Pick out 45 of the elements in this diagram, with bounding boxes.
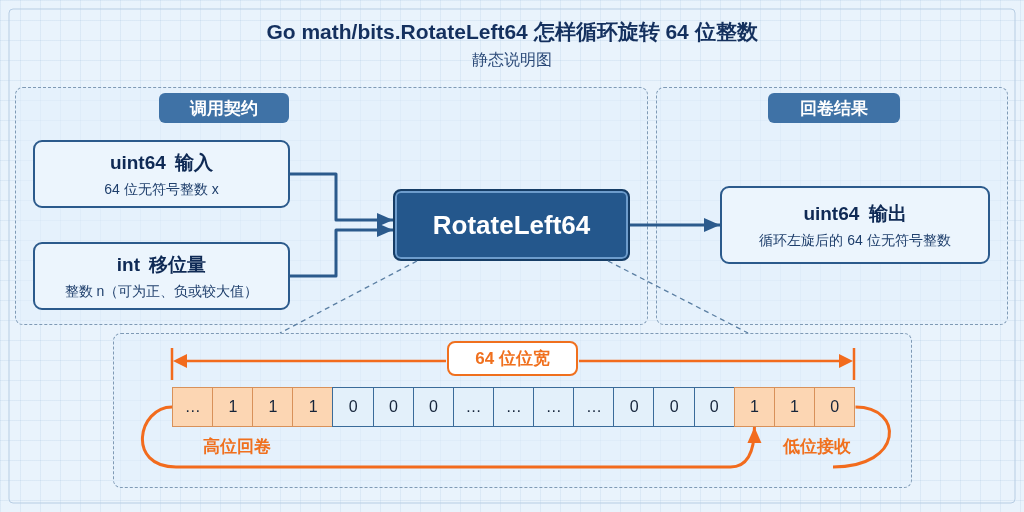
arrow bbox=[630, 218, 720, 232]
bit-cell: … bbox=[172, 387, 214, 427]
box-title: uint64 输入 bbox=[109, 150, 214, 175]
box-title: int 移位量 bbox=[116, 252, 207, 277]
bit-cell: 1 bbox=[252, 387, 294, 427]
arrow bbox=[290, 223, 393, 278]
dashed-panel bbox=[113, 333, 912, 488]
bit-cell: 0 bbox=[613, 387, 655, 427]
bit-cell: 1 bbox=[212, 387, 254, 427]
box-title: uint64 输出 bbox=[803, 201, 907, 226]
bit-cell: 0 bbox=[372, 387, 415, 427]
bit-cell: 1 bbox=[292, 387, 334, 427]
box-description: 整数 n（可为正、负或较大值） bbox=[64, 282, 259, 301]
input-box bbox=[33, 140, 290, 208]
bit-width-label: 64 位位宽 bbox=[447, 341, 578, 376]
connector-line bbox=[832, 405, 891, 469]
bit-cell: 0 bbox=[412, 387, 455, 427]
bit-cell: 0 bbox=[693, 387, 736, 427]
bit-cell: … bbox=[492, 387, 535, 427]
annotation-text: 低位接收 bbox=[783, 436, 851, 458]
box-description: 64 位无符号整数 x bbox=[104, 180, 219, 199]
output-box bbox=[720, 186, 990, 264]
arrow bbox=[290, 172, 393, 227]
arrow bbox=[141, 405, 762, 469]
diagram-title: Go math/bits.RotateLeft64 怎样循环旋转 64 位整数 bbox=[266, 19, 758, 45]
bit-cell: 1 bbox=[773, 387, 816, 427]
bit-cell: 0 bbox=[813, 387, 856, 427]
subtitle: 静态说明图 bbox=[472, 50, 552, 70]
dashed-line bbox=[607, 260, 749, 334]
section-heading: 回卷结果 bbox=[768, 93, 900, 123]
function-name: RotateLeft64 bbox=[432, 209, 591, 241]
dashed-line bbox=[279, 260, 418, 334]
function-box bbox=[393, 189, 630, 261]
bit-cell: 0 bbox=[332, 387, 375, 427]
bit-cell: … bbox=[452, 387, 495, 427]
bit-cell: … bbox=[573, 387, 615, 427]
bit-cell: … bbox=[533, 387, 575, 427]
input-box bbox=[33, 242, 290, 310]
section-heading: 调用契约 bbox=[159, 93, 289, 123]
annotation-text: 高位回卷 bbox=[203, 436, 271, 458]
box-description: 循环左旋后的 64 位无符号整数 bbox=[759, 231, 951, 250]
bit-cell: 1 bbox=[733, 387, 776, 427]
bit-cell: 0 bbox=[653, 387, 695, 427]
dashed-panel bbox=[15, 87, 648, 325]
dashed-panel bbox=[656, 87, 1008, 325]
